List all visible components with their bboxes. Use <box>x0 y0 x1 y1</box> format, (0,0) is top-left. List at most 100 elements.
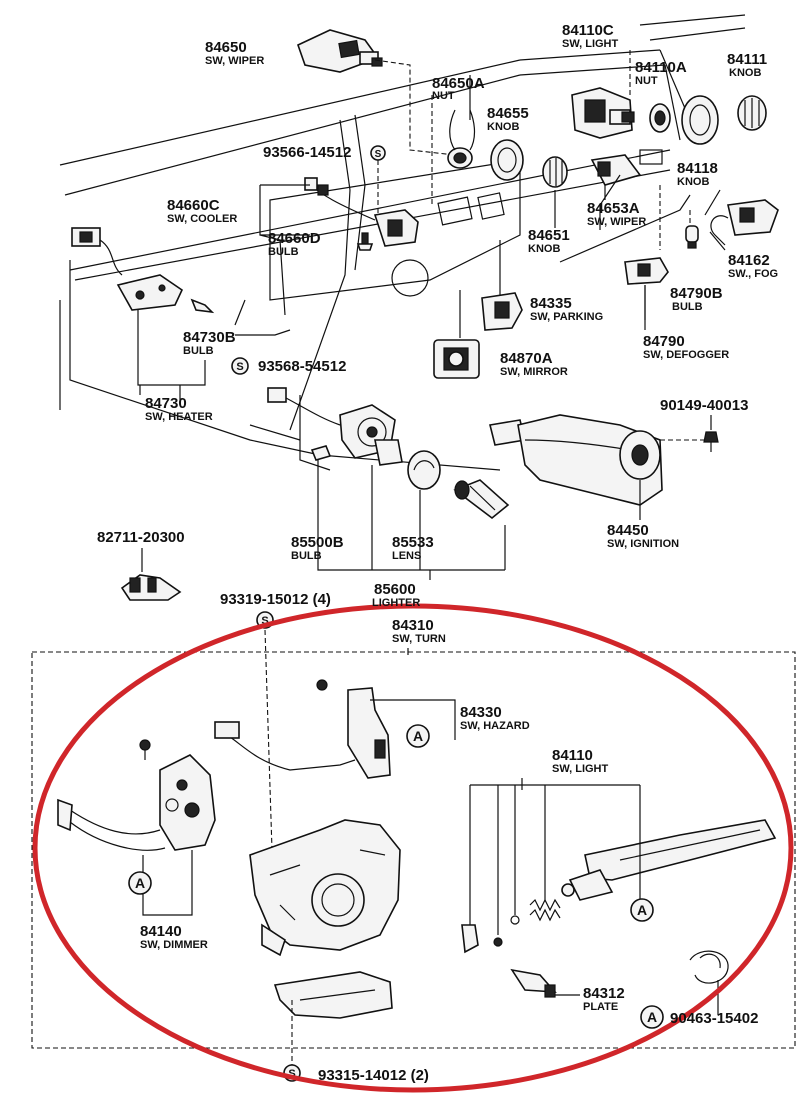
svg-text:84335: 84335 <box>530 295 572 312</box>
svg-text:84653A: 84653A <box>587 200 640 217</box>
lighter-85600 <box>453 479 510 520</box>
knob-84655 <box>490 139 524 181</box>
clip-82711-20300 <box>120 574 182 601</box>
heater-switch-84730 <box>267 387 403 466</box>
label-90149-40013: 90149-40013 <box>660 397 748 414</box>
label-84140: 84140 SW, DIMMER <box>140 923 208 951</box>
screw-dimmer <box>139 739 151 751</box>
svg-text:BULB: BULB <box>268 246 299 258</box>
svg-text:84110: 84110 <box>552 747 593 764</box>
mirror-switch-84870A <box>433 339 480 379</box>
svg-text:84312: 84312 <box>583 985 625 1002</box>
leader-lines <box>137 75 726 441</box>
bolt-90149-40013 <box>703 431 719 452</box>
svg-text:84660C: 84660C <box>167 197 220 214</box>
label-84650: 84650 SW, WIPER <box>205 39 264 67</box>
label-93319-15012: 93319-15012 (4) <box>220 591 331 608</box>
svg-text:A: A <box>637 902 647 918</box>
bulb-84790B <box>685 225 699 249</box>
svg-text:84162: 84162 <box>728 252 770 269</box>
ignition-switch-84450 <box>489 414 663 506</box>
defogger-switch-84790 <box>624 257 669 285</box>
light-switch-84110C <box>571 87 635 139</box>
svg-text:93568-54512: 93568-54512 <box>258 358 346 375</box>
knob-84111 <box>737 95 767 131</box>
highlight-ellipse <box>32 603 794 1093</box>
label-84660C: 84660C SW, COOLER <box>167 197 237 225</box>
label-84162: 84162 SW., FOG <box>728 252 778 280</box>
svg-text:A: A <box>647 1009 657 1025</box>
svg-text:SW, DIMMER: SW, DIMMER <box>140 939 208 951</box>
small-parts <box>461 915 520 954</box>
svg-text:SW, DEFOGGER: SW, DEFOGGER <box>643 349 729 361</box>
label-85533: 85533 LENS <box>392 534 434 562</box>
svg-text:84118: 84118 <box>677 160 718 177</box>
label-84870A: 84870A SW, MIRROR <box>500 350 568 378</box>
bulb-85500B <box>310 445 332 461</box>
cooler-switch-84660C <box>304 177 419 247</box>
svg-text:90463-15402: 90463-15402 <box>670 1010 758 1027</box>
marker-a-hazard: A <box>406 724 430 748</box>
svg-text:SW, LIGHT: SW, LIGHT <box>562 38 619 50</box>
svg-text:KNOB: KNOB <box>528 243 560 255</box>
screw-93566-14512: S <box>370 145 386 161</box>
label-84655: 84655 KNOB <box>487 105 529 133</box>
label-84310: 84310 SW, TURN <box>392 617 446 645</box>
svg-text:85500B: 85500B <box>291 534 344 551</box>
wiper-switch-84650 <box>297 29 383 73</box>
svg-text:SW, LIGHT: SW, LIGHT <box>552 763 609 775</box>
svg-text:85533: 85533 <box>392 534 434 551</box>
label-84110: 84110 SW, LIGHT <box>552 747 609 775</box>
plate-84312 <box>510 968 557 998</box>
dimmer-switch-84140 <box>57 754 216 851</box>
svg-text:PLATE: PLATE <box>583 1001 618 1013</box>
bulb-84660D <box>356 232 374 251</box>
nut-84650A <box>447 109 476 169</box>
lens-85533 <box>407 450 441 490</box>
label-93566-14512: 93566-14512 <box>263 144 351 161</box>
label-84790B: 84790B BULB <box>670 285 723 313</box>
svg-text:84790: 84790 <box>643 333 685 350</box>
svg-text:S: S <box>288 1068 295 1080</box>
label-84653A: 84653A SW, WIPER <box>587 200 646 228</box>
label-93315-14012: 93315-14012 (2) <box>318 1067 429 1084</box>
svg-text:84110A: 84110A <box>635 59 687 76</box>
svg-text:84450: 84450 <box>607 522 649 539</box>
svg-text:SW, HEATER: SW, HEATER <box>145 411 213 423</box>
harness-connector <box>71 227 123 276</box>
bracket-84730B <box>116 274 215 314</box>
svg-text:84110C: 84110C <box>562 22 614 39</box>
svg-text:84651: 84651 <box>528 227 570 244</box>
svg-text:93315-14012 (2): 93315-14012 (2) <box>318 1067 429 1084</box>
svg-text:LIGHTER: LIGHTER <box>372 597 420 609</box>
label-85600: 85600 LIGHTER <box>372 581 420 609</box>
wiper-switch-84653A <box>590 154 642 186</box>
svg-text:KNOB: KNOB <box>487 121 519 133</box>
svg-text:SW, TURN: SW, TURN <box>392 633 446 645</box>
svg-text:BULB: BULB <box>672 301 703 313</box>
label-84330: 84330 SW, HAZARD <box>460 704 530 732</box>
label-84111: 84111 KNOB <box>727 51 767 79</box>
svg-text:93566-14512: 93566-14512 <box>263 144 351 161</box>
svg-text:84650: 84650 <box>205 39 247 56</box>
svg-text:84655: 84655 <box>487 105 529 122</box>
label-84335: 84335 SW, PARKING <box>530 295 603 323</box>
label-84110C: 84110C SW, LIGHT <box>562 22 619 50</box>
svg-text:84660D: 84660D <box>268 230 321 247</box>
label-84660D: 84660D BULB <box>268 230 321 258</box>
svg-text:SW., FOG: SW., FOG <box>728 268 778 280</box>
light-switch-lever-84110 <box>561 819 777 901</box>
label-84450: 84450 SW, IGNITION <box>607 522 679 550</box>
label-84651: 84651 KNOB <box>528 227 570 255</box>
label-84650A: 84650A NUT <box>432 75 485 102</box>
svg-text:84730B: 84730B <box>183 329 236 346</box>
svg-text:85600: 85600 <box>374 581 416 598</box>
svg-text:NUT: NUT <box>635 75 658 87</box>
svg-text:SW, IGNITION: SW, IGNITION <box>607 538 679 550</box>
svg-text:KNOB: KNOB <box>729 67 761 79</box>
spring <box>529 898 561 922</box>
label-85500B: 85500B BULB <box>291 534 344 562</box>
svg-text:82711-20300: 82711-20300 <box>97 529 185 546</box>
svg-text:KNOB: KNOB <box>677 176 709 188</box>
